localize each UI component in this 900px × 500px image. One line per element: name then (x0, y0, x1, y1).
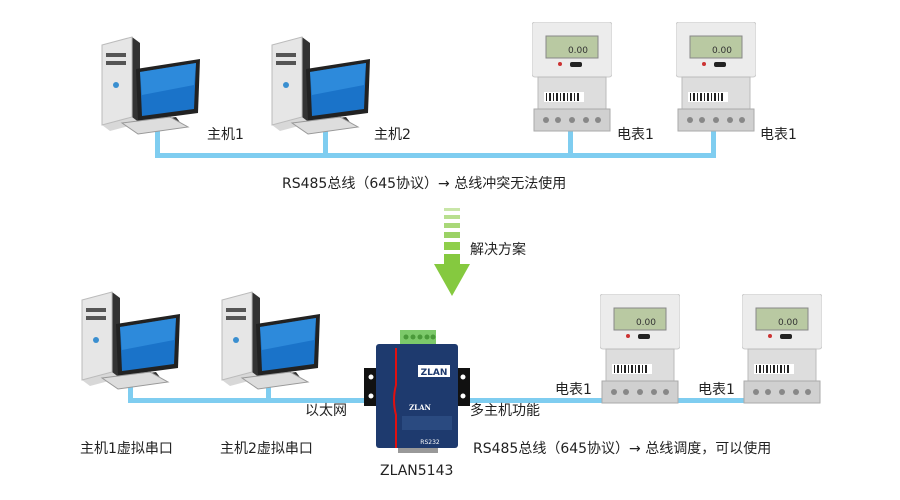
down-arrow-icon (434, 208, 470, 296)
solution-label: 解决方案 (470, 242, 526, 258)
svg-text:0.00: 0.00 (568, 46, 588, 56)
top-caption: RS485总线（645协议）→ 总线冲突无法使用 (282, 176, 567, 192)
top-drop-meter2 (711, 130, 716, 155)
bottom-host2-label: 主机2虚拟串口 (220, 441, 313, 457)
bottom-caption: RS485总线（645协议）→ 总线调度，可以使用 (473, 441, 772, 457)
bottom-drop-host1 (128, 380, 133, 400)
top-drop-meter1 (568, 130, 573, 155)
computer-icon (212, 290, 322, 394)
top-bus-line (155, 153, 716, 158)
zlan-device-image: ZLAN ZLAN RS232 (364, 330, 470, 453)
bottom-meter2-label: 电表1 (698, 382, 735, 398)
ethernet-label: 以太网 (305, 403, 347, 419)
device-model-label: ZLAN5143 (380, 463, 454, 479)
bottom-host1-label: 主机1虚拟串口 (80, 441, 173, 457)
device-logo: ZLAN (421, 368, 448, 378)
bottom-meter1-label: 电表1 (555, 382, 592, 398)
svg-text:ZLAN: ZLAN (409, 403, 431, 412)
top-drop-host1 (155, 125, 160, 155)
electric-meter-icon: 0.00 (531, 21, 613, 138)
computer-icon (262, 35, 372, 139)
electric-meter-icon: 0.00 (599, 293, 681, 410)
svg-text:0.00: 0.00 (636, 318, 656, 328)
electric-meter-icon: 0.00 (741, 293, 823, 410)
top-host2-label: 主机2 (374, 127, 411, 143)
ethernet-line (128, 398, 378, 403)
top-host1-label: 主机1 (207, 127, 244, 143)
top-meter2-label: 电表1 (760, 127, 797, 143)
svg-text:RS232: RS232 (420, 439, 440, 446)
multi-host-label: 多主机功能 (470, 403, 540, 419)
bottom-drop-host2 (266, 380, 271, 400)
svg-text:0.00: 0.00 (712, 46, 732, 56)
computer-icon (92, 35, 202, 139)
top-drop-host2 (323, 125, 328, 155)
electric-meter-icon: 0.00 (675, 21, 757, 138)
svg-text:0.00: 0.00 (778, 318, 798, 328)
computer-icon (72, 290, 182, 394)
top-meter1-label: 电表1 (617, 127, 654, 143)
